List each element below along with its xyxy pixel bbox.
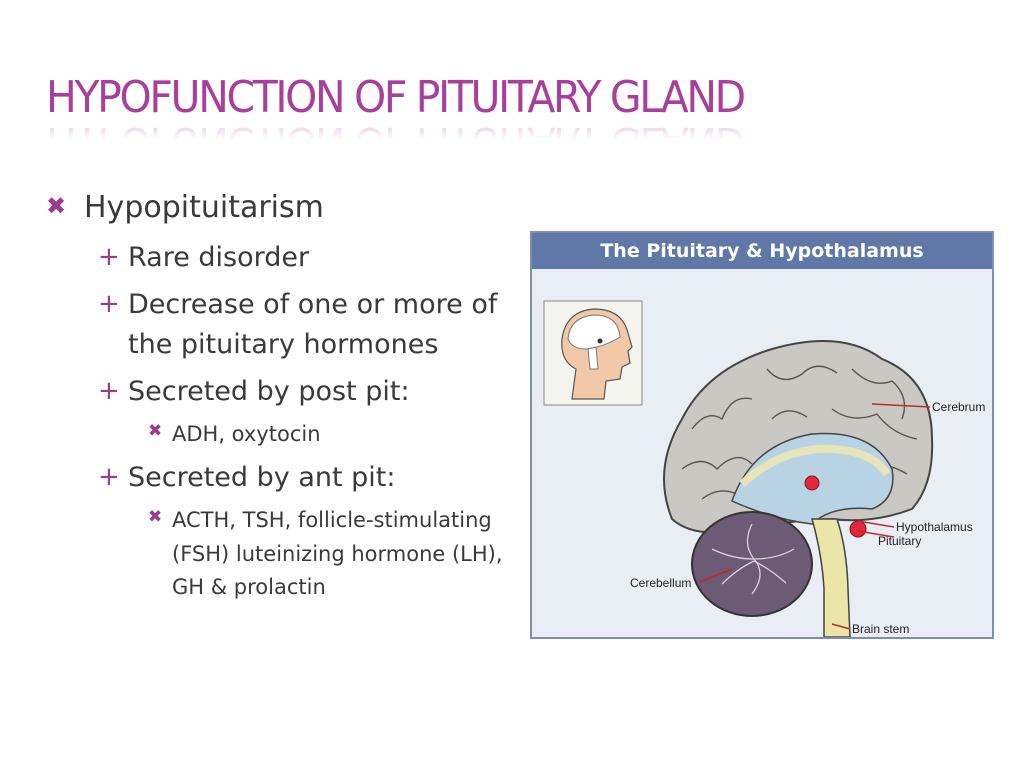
plus-icon: + (98, 375, 120, 406)
bullet-text: Hypopituitarism (84, 190, 324, 225)
label-brain-stem: Brain stem (852, 622, 909, 636)
bullet-level3: ✖ ACTH, TSH, follicle-stimulating (FSH) … (46, 504, 516, 605)
head-inset (543, 300, 643, 406)
label-cerebellum: Cerebellum (630, 576, 691, 590)
x-mark-icon: ✖ (46, 192, 67, 220)
label-pituitary: Pituitary (878, 534, 921, 548)
cerebellum-shape (691, 511, 813, 617)
bullet-level2: + Rare disorder (46, 238, 516, 279)
plus-icon: + (98, 461, 120, 492)
bullet-text: Decrease of one or more of the pituitary… (128, 288, 498, 361)
bullet-text: ACTH, TSH, follicle-stimulating (FSH) lu… (172, 508, 503, 600)
bullet-level2: + Secreted by post pit: (46, 372, 516, 413)
brain-diagram: Cerebrum Hypothalamus Pituitary Cerebell… (543, 300, 985, 637)
bullet-level1: ✖ Hypopituitarism (46, 190, 516, 226)
figure-title: The Pituitary & Hypothalamus (532, 233, 992, 269)
bullet-text: Rare disorder (128, 242, 310, 273)
bullet-list: ✖ Hypopituitarism + Rare disorder + Decr… (46, 190, 516, 611)
plus-icon: + (98, 288, 120, 319)
slide-title: HYPOFUNCTION OF PITUITARY GLAND (46, 72, 746, 123)
x-mark-icon: ✖ (148, 507, 163, 528)
bullet-level3: ✖ ADH, oxytocin (46, 418, 516, 452)
bullet-level2: + Decrease of one or more of the pituita… (46, 285, 516, 366)
bullet-level2: + Secreted by ant pit: (46, 458, 516, 499)
title-block: HYPOFUNCTION OF PITUITARY GLAND HYPOFUNC… (46, 72, 796, 165)
bullet-text: ADH, oxytocin (172, 422, 321, 446)
pituitary-dot (849, 520, 867, 538)
brain-stem-shape (811, 518, 851, 637)
title-reflection: HYPOFUNCTION OF PITUITARY GLAND (46, 120, 744, 164)
label-cerebrum: Cerebrum (932, 400, 985, 414)
x-mark-icon: ✖ (148, 421, 163, 441)
label-hypothalamus: Hypothalamus (896, 520, 973, 534)
plus-icon: + (98, 242, 120, 272)
bullet-text: Secreted by ant pit: (128, 461, 396, 493)
bullet-text: Secreted by post pit: (128, 375, 410, 407)
pituitary-figure: The Pituitary & Hypothalamus (530, 231, 994, 639)
hypothalamus-dot (804, 475, 820, 491)
